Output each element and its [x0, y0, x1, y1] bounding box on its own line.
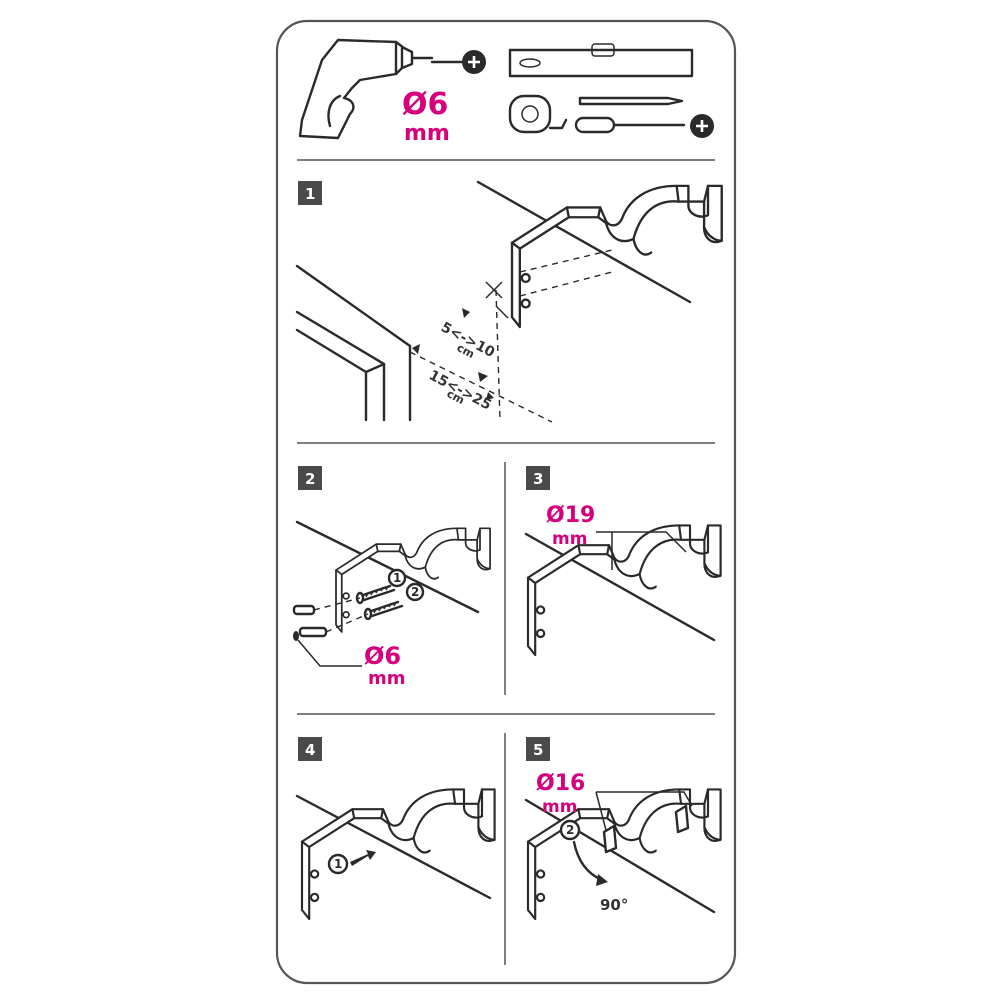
step-2-badge — [298, 466, 322, 490]
svg-text:1: 1 — [334, 857, 342, 871]
step-3-badge — [526, 466, 550, 490]
step-4-panel: 4 1 — [295, 737, 496, 921]
step-3-number: 3 — [533, 470, 543, 488]
step-1-badge — [298, 181, 322, 205]
callout-1-step4: 1 — [327, 853, 349, 875]
spirit-level-icon — [508, 43, 694, 78]
step-3-panel: 3 Ø19 mm — [524, 466, 722, 657]
svg-text:2: 2 — [566, 823, 574, 837]
step-1-number: 1 — [305, 185, 315, 203]
ceiling-line-2 — [295, 520, 480, 614]
ceiling-line-5 — [524, 798, 716, 914]
plug-size-unit: mm — [368, 668, 406, 689]
plus-icon-2 — [690, 114, 714, 138]
tools-section: Ø6 mm — [298, 38, 714, 146]
svg-text:1: 1 — [393, 571, 401, 585]
step-2-panel: 2 1 2 Ø6 mm — [292, 466, 491, 689]
step-4-number: 4 — [305, 741, 315, 759]
dimension-guides — [409, 249, 613, 423]
step-4-badge — [298, 737, 322, 761]
svg-text:2: 2 — [411, 585, 419, 599]
ceiling-line-3 — [524, 532, 716, 642]
step-2-number: 2 — [305, 470, 315, 488]
drill-size-label: Ø6 — [402, 87, 448, 122]
callout-2-step5: 2 — [559, 819, 581, 841]
rod-size-16-unit: mm — [542, 797, 577, 817]
rod-size-16-label: Ø16 — [536, 771, 585, 796]
plus-icon — [462, 50, 486, 74]
wall-plug-1 — [292, 604, 316, 616]
sheet-frame — [275, 19, 737, 985]
wall-plug-2 — [298, 626, 328, 638]
window-frame — [295, 264, 412, 422]
screwdriver-icon — [574, 116, 686, 134]
step-5-panel: 5 2 Ø16 mm 90° — [524, 737, 722, 921]
pencil-icon — [578, 96, 684, 106]
drill-icon — [298, 38, 434, 140]
callout-2-step2: 2 — [405, 582, 425, 602]
callout-1-step2: 1 — [387, 568, 407, 588]
step-5-badge — [526, 737, 550, 761]
rod-size-19-unit: mm — [552, 529, 587, 549]
ceiling-line — [476, 180, 692, 304]
plug-size-label: Ø6 — [364, 642, 401, 670]
rotation-angle-label: 90° — [600, 896, 628, 914]
rod-size-19-label: Ø19 — [546, 503, 595, 528]
drill-size-unit: mm — [404, 121, 450, 146]
tape-measure-icon — [508, 94, 568, 134]
ceiling-line-4 — [295, 794, 492, 900]
step-5-number: 5 — [533, 741, 543, 759]
